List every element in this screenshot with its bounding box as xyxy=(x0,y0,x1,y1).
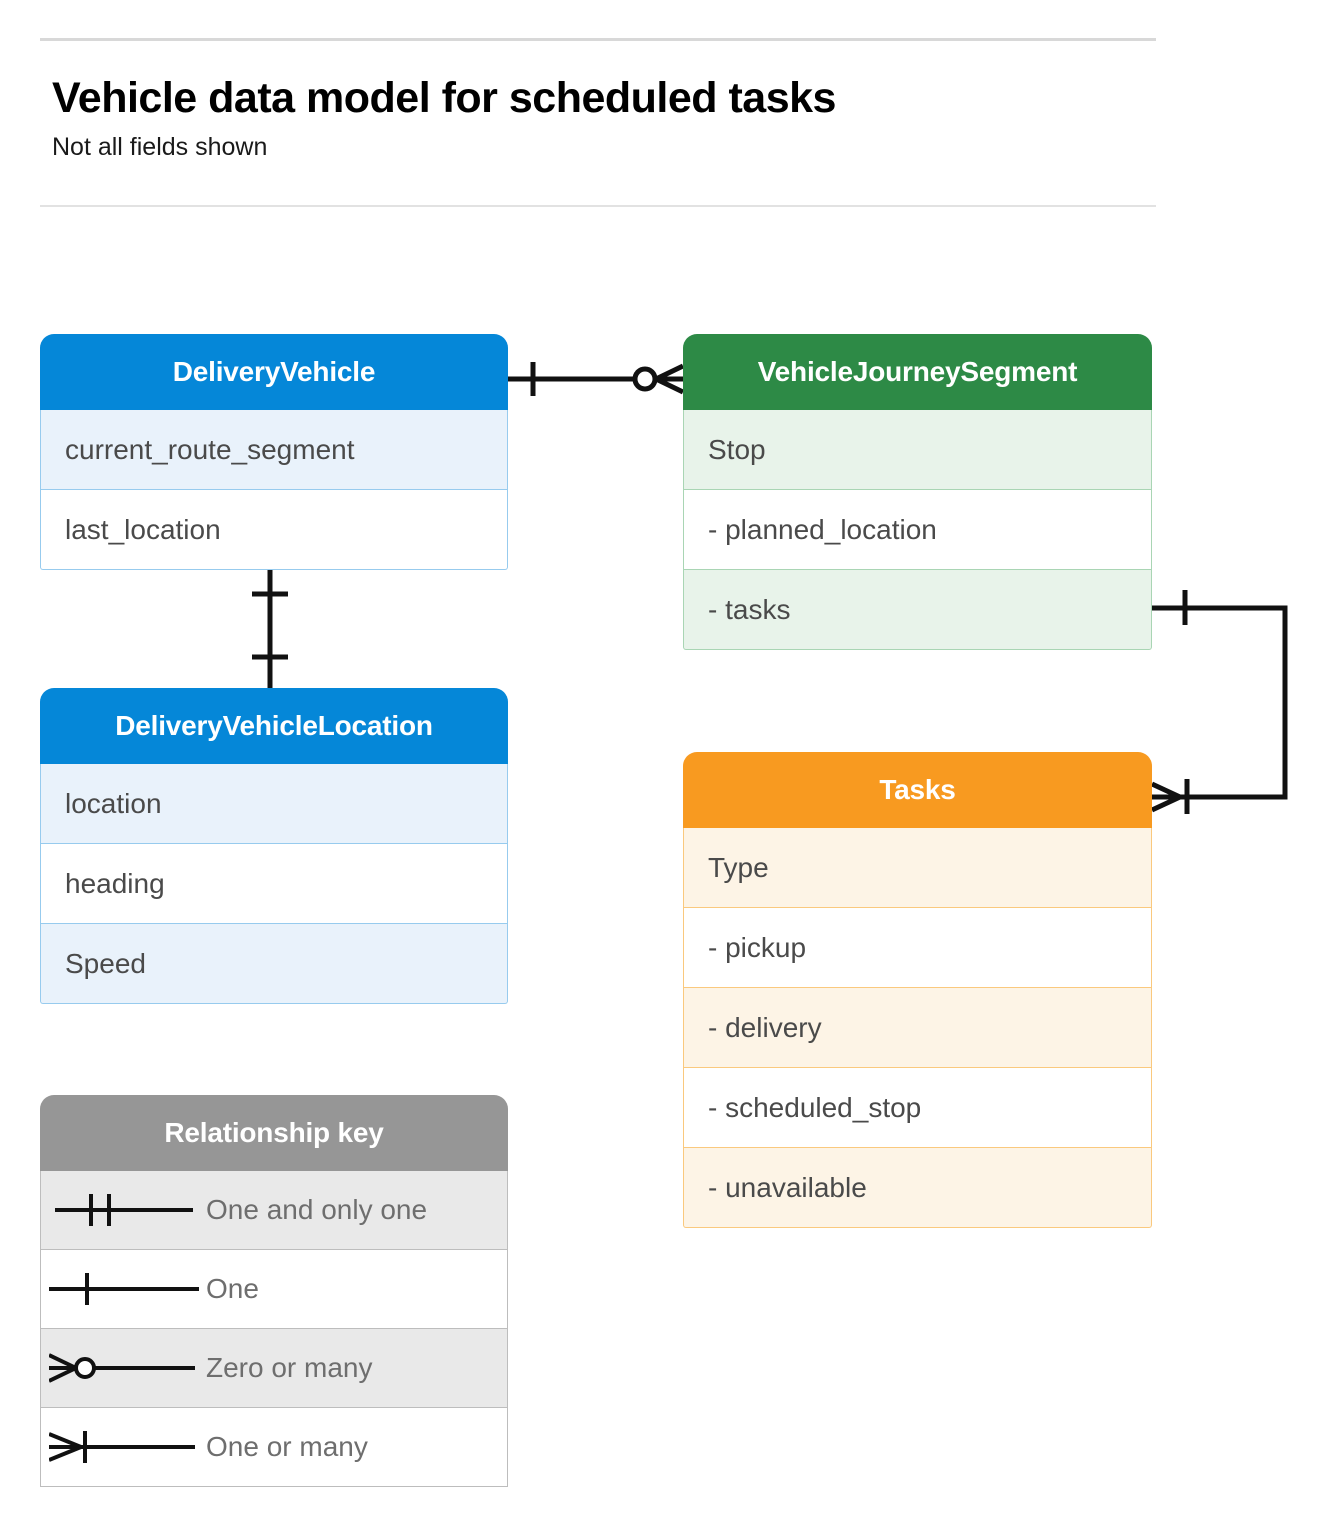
header-divider-top xyxy=(40,38,1156,41)
field-label: Stop xyxy=(708,433,766,465)
cardinality-zero-circle xyxy=(632,366,658,392)
legend-row-one-or-many: One or many xyxy=(40,1408,508,1487)
entity-field-row[interactable]: heading xyxy=(40,844,508,924)
field-label: - scheduled_stop xyxy=(708,1091,922,1123)
field-label: Speed xyxy=(65,947,146,979)
page-title: Vehicle data model for scheduled tasks xyxy=(52,74,836,122)
field-label: - tasks xyxy=(708,593,791,625)
legend-label: One and only one xyxy=(206,1194,428,1225)
crowsfoot-upper-right1 xyxy=(654,363,685,382)
relationship-key-legend: Relationship key One and only one One xyxy=(40,1095,508,1487)
entity-tasks-title: Tasks xyxy=(683,752,1152,828)
field-label: - pickup xyxy=(708,931,807,963)
entity-delivery-vehicle[interactable]: DeliveryVehicle current_route_segment la… xyxy=(40,334,508,570)
field-label: - planned_location xyxy=(708,513,937,545)
field-label: location xyxy=(65,787,162,819)
entity-vehicle-journey-segment-title: VehicleJourneySegment xyxy=(683,334,1152,410)
entity-field-row[interactable]: - pickup xyxy=(683,908,1152,988)
page-subtitle: Not all fields shown xyxy=(52,133,268,161)
entity-field-row[interactable]: Speed xyxy=(40,924,508,1004)
one-and-only-one-icon xyxy=(41,1190,206,1230)
entity-field-row[interactable]: last_location xyxy=(40,490,508,570)
entity-field-row[interactable]: current_route_segment xyxy=(40,410,508,490)
entity-field-row[interactable]: location xyxy=(40,764,508,844)
field-label: heading xyxy=(65,867,165,899)
entity-field-row[interactable]: - tasks xyxy=(683,570,1152,650)
connector-tasks-path xyxy=(1152,605,1288,800)
crowsfoot-lower-right1 xyxy=(654,376,685,395)
crowsfoot-lower-tasks xyxy=(1150,794,1182,813)
field-label: - delivery xyxy=(708,1011,822,1043)
header-divider-bottom xyxy=(40,205,1156,207)
entity-field-row[interactable]: - planned_location xyxy=(683,490,1152,570)
crowsfoot-upper-tasks xyxy=(1150,781,1182,800)
entity-tasks[interactable]: Tasks Type - pickup - delivery - schedul… xyxy=(683,752,1152,1228)
entity-delivery-vehicle-title: DeliveryVehicle xyxy=(40,334,508,410)
entity-field-row[interactable]: - delivery xyxy=(683,988,1152,1068)
legend-label: One xyxy=(206,1273,259,1304)
entity-field-row[interactable]: - scheduled_stop xyxy=(683,1068,1152,1148)
field-label: current_route_segment xyxy=(65,433,355,465)
zero-or-many-icon xyxy=(41,1348,206,1388)
entity-vehicle-journey-segment[interactable]: VehicleJourneySegment Stop - planned_loc… xyxy=(683,334,1152,650)
relationship-key-title: Relationship key xyxy=(40,1095,508,1171)
legend-row-one: One xyxy=(40,1250,508,1329)
entity-field-row[interactable]: - unavailable xyxy=(683,1148,1152,1228)
field-label: last_location xyxy=(65,513,221,545)
one-or-many-icon xyxy=(41,1427,206,1467)
entity-delivery-vehicle-location-title: DeliveryVehicleLocation xyxy=(40,688,508,764)
legend-row-one-and-only-one: One and only one xyxy=(40,1171,508,1250)
entity-field-row[interactable]: Stop xyxy=(683,410,1152,490)
field-label: - unavailable xyxy=(708,1171,867,1203)
one-icon xyxy=(41,1269,206,1309)
entity-field-row[interactable]: Type xyxy=(683,828,1152,908)
legend-label: Zero or many xyxy=(206,1352,373,1383)
entity-delivery-vehicle-location[interactable]: DeliveryVehicleLocation location heading… xyxy=(40,688,508,1004)
legend-row-zero-or-many: Zero or many xyxy=(40,1329,508,1408)
legend-label: One or many xyxy=(206,1431,368,1462)
field-label: Type xyxy=(708,851,769,883)
